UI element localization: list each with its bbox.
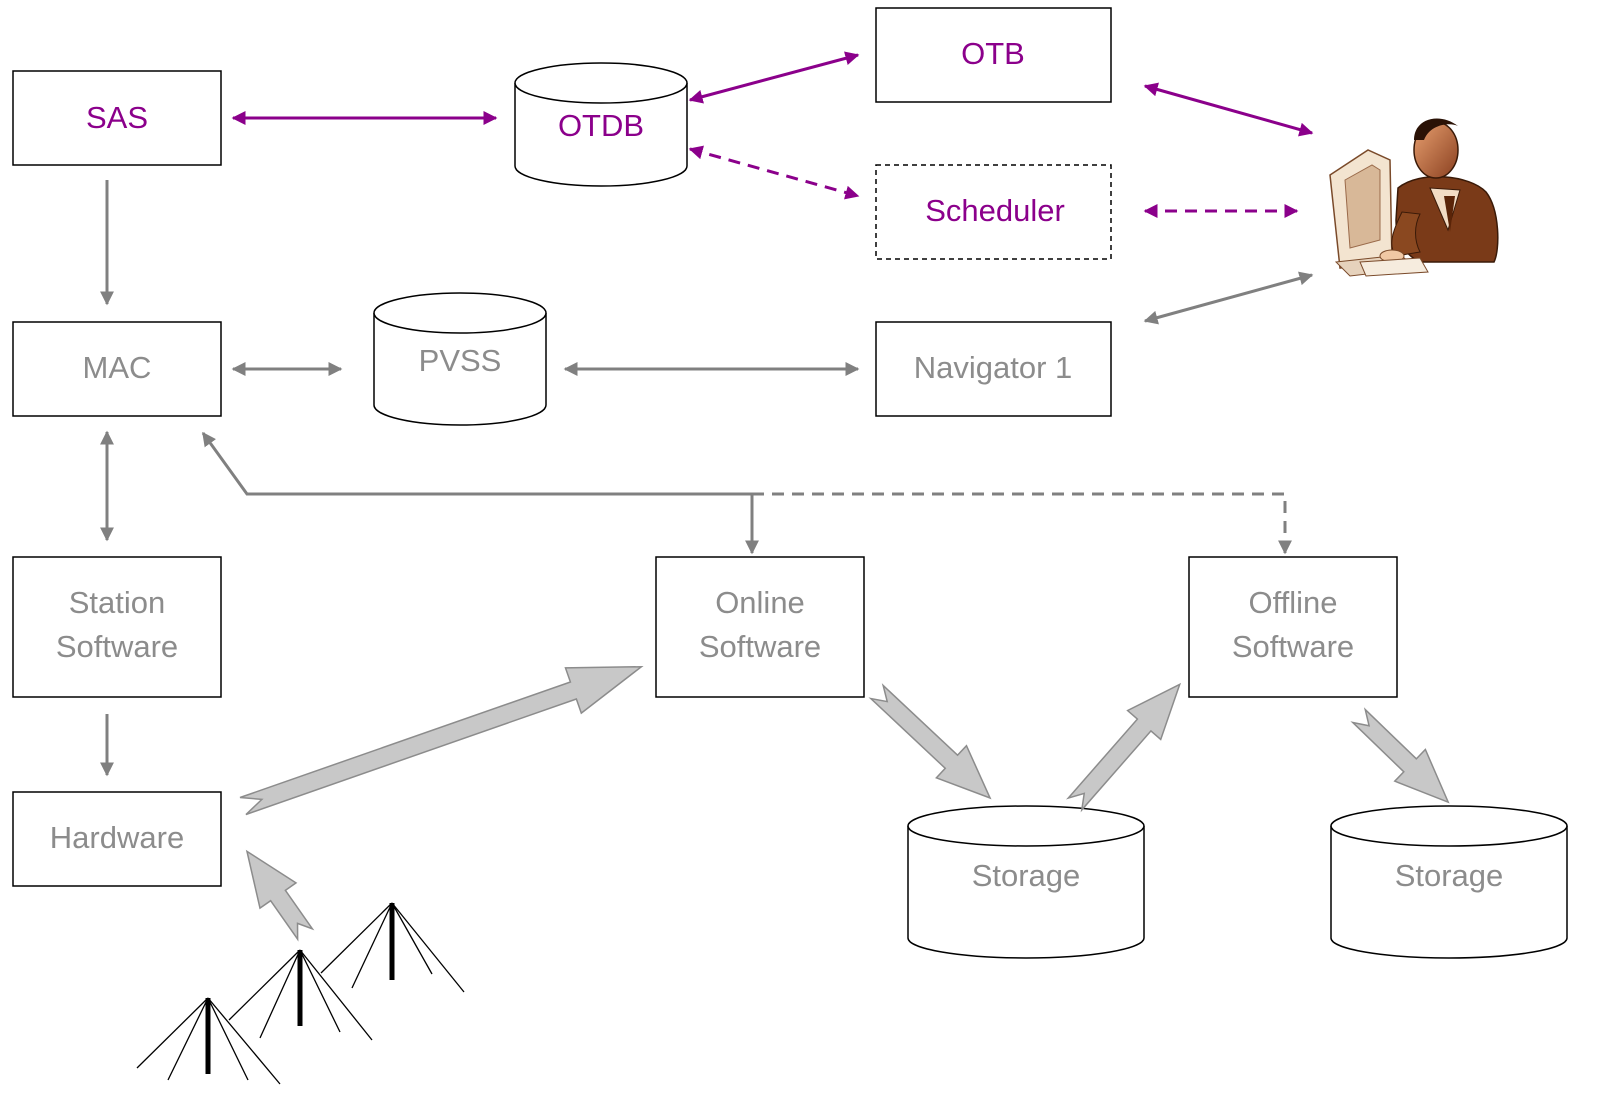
storage-2-label: Storage bbox=[1395, 858, 1504, 893]
navigator-label: Navigator 1 bbox=[914, 350, 1073, 385]
storage-1-label: Storage bbox=[972, 858, 1081, 893]
operator-at-workstation-icon bbox=[1329, 118, 1499, 277]
antenna-hardware-data-arrow bbox=[245, 849, 315, 942]
offline-software-box: Offline Software bbox=[1188, 556, 1398, 698]
otdb-scheduler-arrow bbox=[688, 145, 860, 200]
storage-database-1: Storage bbox=[907, 805, 1145, 959]
otdb-otb-arrow bbox=[688, 51, 860, 104]
online-mac-feedback-line bbox=[201, 431, 752, 496]
mac-offline-dashed-arrow bbox=[752, 492, 1292, 555]
otdb-database: OTDB bbox=[514, 62, 688, 187]
station-software-label-line2: Software bbox=[56, 629, 178, 664]
pvss-database: PVSS bbox=[373, 292, 547, 426]
storage-database-2: Storage bbox=[1330, 805, 1568, 959]
online-storage-data-arrow bbox=[868, 683, 992, 800]
sas-label: SAS bbox=[86, 100, 148, 135]
sas-box: SAS bbox=[12, 70, 222, 166]
scheduler-label: Scheduler bbox=[925, 193, 1065, 228]
offline-storage-data-arrow bbox=[1350, 707, 1450, 804]
otb-box: OTB bbox=[875, 7, 1112, 103]
navigator-box: Navigator 1 bbox=[875, 321, 1112, 417]
scheduler-box: Scheduler bbox=[875, 164, 1112, 260]
hardware-box: Hardware bbox=[12, 791, 222, 887]
mac-box: MAC bbox=[12, 321, 222, 417]
online-software-box: Online Software bbox=[655, 556, 865, 698]
storage-offline-data-arrow bbox=[1065, 682, 1182, 813]
antenna-icon bbox=[228, 949, 373, 1041]
offline-software-label-line2: Software bbox=[1232, 629, 1354, 664]
mac-label: MAC bbox=[83, 350, 152, 385]
hardware-online-data-arrow bbox=[239, 665, 644, 816]
hardware-label: Hardware bbox=[50, 820, 184, 855]
offline-software-label-line1: Offline bbox=[1248, 585, 1337, 620]
antenna-icon bbox=[320, 902, 465, 993]
otdb-label: OTDB bbox=[558, 108, 644, 143]
otb-operator-arrow bbox=[1143, 82, 1314, 137]
pvss-label: PVSS bbox=[419, 343, 502, 378]
station-software-label-line1: Station bbox=[69, 585, 166, 620]
station-software-box: Station Software bbox=[12, 556, 222, 698]
online-software-label-line2: Software bbox=[699, 629, 821, 664]
online-software-label-line1: Online bbox=[715, 585, 805, 620]
navigator-operator-arrow bbox=[1143, 271, 1314, 325]
otb-label: OTB bbox=[961, 36, 1025, 71]
antenna-icon bbox=[136, 997, 281, 1085]
